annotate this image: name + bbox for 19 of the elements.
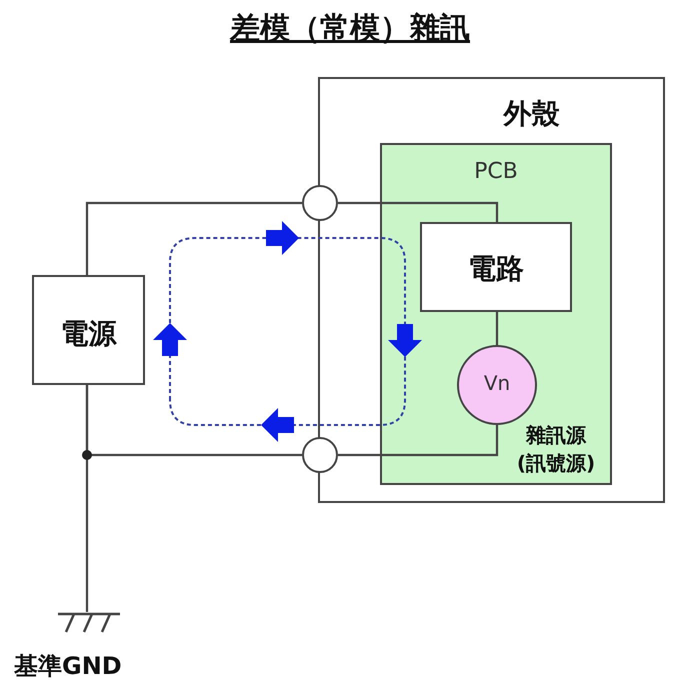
- circuit-box: [420, 222, 572, 312]
- pcb-board: [380, 143, 612, 485]
- wire: [338, 202, 498, 222]
- box-label: PCB: [474, 159, 518, 184]
- component-caption: 雜訊源(訊號源): [516, 422, 596, 477]
- box-label: 電路: [468, 251, 524, 287]
- box-label: 外殼: [504, 96, 560, 132]
- connector-circle: [302, 185, 338, 221]
- box-label: 電源: [60, 316, 116, 352]
- wire: [86, 385, 88, 612]
- box-label: 基準GND: [14, 651, 122, 682]
- wire: [338, 425, 498, 456]
- wire: [496, 312, 498, 345]
- wire: [86, 202, 302, 275]
- title: 差模（常模）雜訊: [230, 10, 470, 48]
- power-supply-box: [32, 275, 145, 385]
- enclosure-box: [318, 77, 665, 503]
- box-label: Vn: [484, 371, 510, 395]
- connector-circle: [302, 437, 338, 473]
